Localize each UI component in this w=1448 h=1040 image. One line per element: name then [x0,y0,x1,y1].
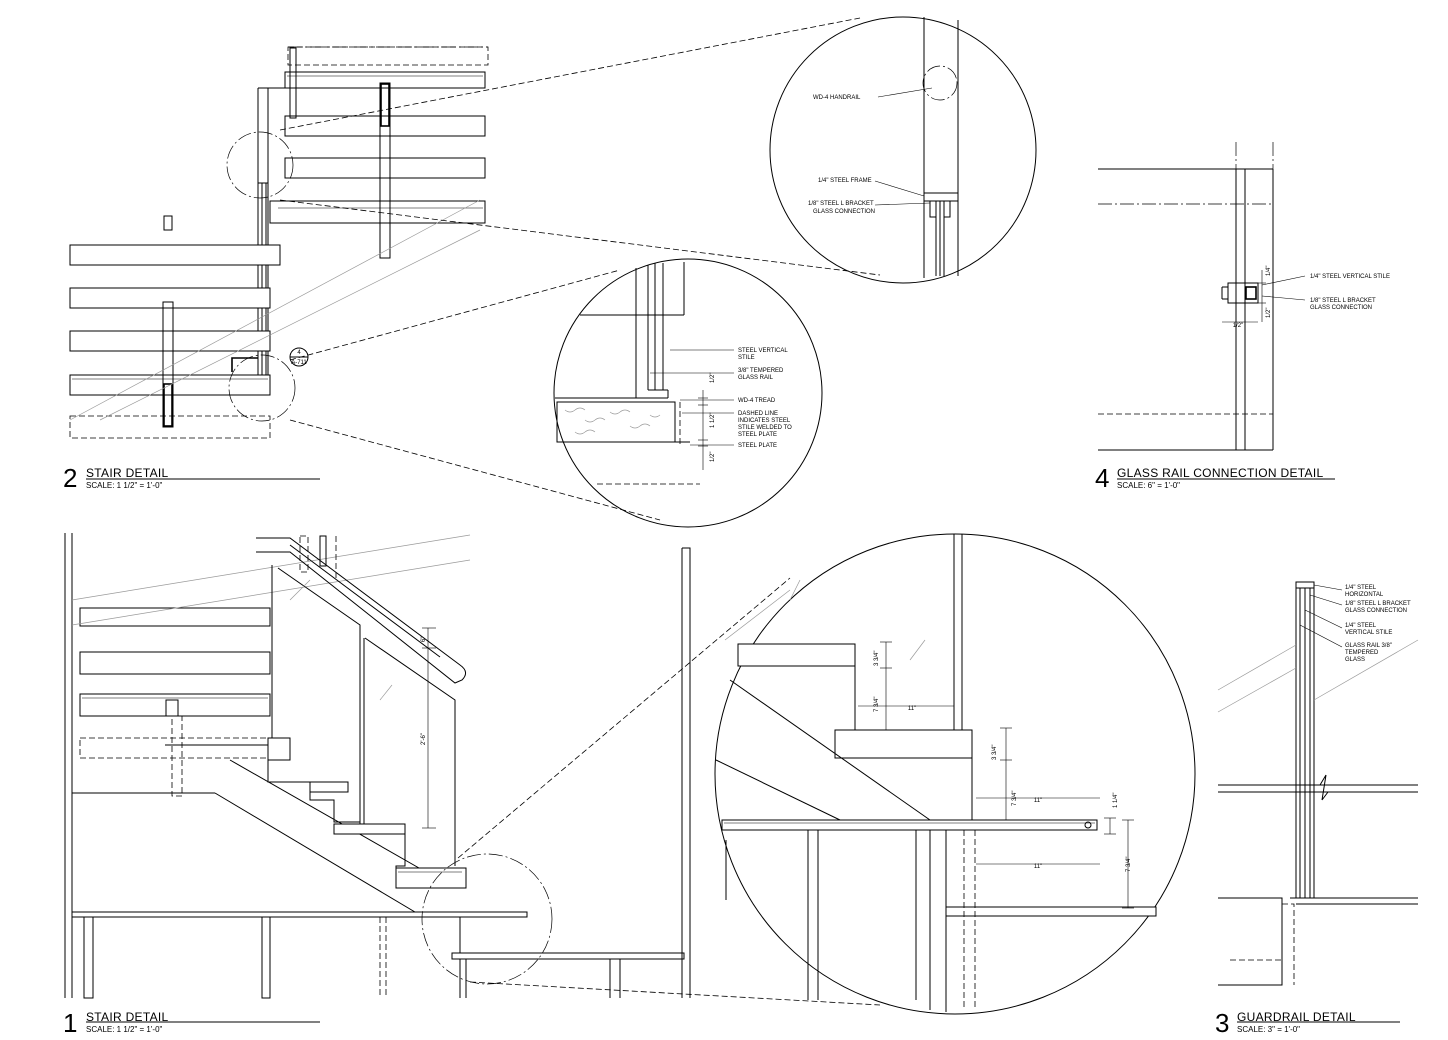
title-4-scale: SCALE: 6" = 1'-0" [1117,481,1180,490]
detail-3-guardrail: 1/4" STEEL HORIZONTAL 1/8" STEEL L BRACK… [1217,581,1419,986]
dim4-top: 1/4" [1266,266,1272,276]
callout-handrail-detail: WD-4 HANDRAIL 1/4" STEEL FRAME 1/8" STEE… [769,16,1037,284]
section-tag-number: 4 [297,350,301,356]
title-4-number: 4 [1095,463,1109,493]
note3-2: HORIZONTAL [1345,592,1384,598]
callout-step-dimensions: 3 3/4" 7 3/4" 11" 3 3/4" 7 3/4" 11" 11" … [714,533,1196,1015]
section-tag-sheet: A-711 [291,360,307,366]
title-1-scale: SCALE: 1 1/2" = 1'-0" [86,1025,163,1034]
title-detail-1: 1 STAIR DETAIL SCALE: 1 1/2" = 1'-0" [63,1008,320,1038]
dim-riser-3: 3 3/4" [992,745,998,760]
title-detail-2: 2 STAIR DETAIL SCALE: 1 1/2" = 1'-0" [63,463,320,493]
detail-1-stair-elevation: 6" 2'-6" [64,533,881,1006]
note-tread: WD-4 TREAD [738,398,776,404]
callout-tread-glass-detail: 1/2" 1 1/2" 1/2" STEEL VERTICAL STILE 3/… [553,258,823,528]
note-handrail: WD-4 HANDRAIL [813,95,861,101]
dim4-low: 1/2" [1266,308,1272,318]
dim-1-1-4: 1 1/4" [1113,793,1119,808]
dim-run-1: 11" [908,706,916,712]
title-4-text: GLASS RAIL CONNECTION DETAIL [1117,466,1323,480]
dim4-mid: 1/2" [1233,323,1243,329]
dim-half-c: 1/2" [710,452,716,462]
note-bracket-1: 1/8" STEEL L BRACKET [808,201,874,207]
title-1-number: 1 [63,1008,77,1038]
note-glass-1: 3/8" TEMPERED [738,368,784,374]
note-stile-2: STILE [738,355,755,361]
note4-stile: 1/4" STEEL VERTICAL STILE [1310,274,1390,280]
title-1-text: STAIR DETAIL [86,1010,169,1024]
note3-3: 1/8" STEEL L BRACKET [1345,601,1411,607]
title-3-text: GUARDRAIL DETAIL [1237,1010,1356,1024]
dim-riser-2: 7 3/4" [874,697,880,712]
title-2-scale: SCALE: 1 1/2" = 1'-0" [86,481,163,490]
note3-4: GLASS CONNECTION [1345,608,1407,614]
note-glass-2: GLASS RAIL [738,375,774,381]
dim-run-2: 11" [1034,798,1042,804]
note4-bracket-2: GLASS CONNECTION [1310,305,1372,311]
note-bracket-2: GLASS CONNECTION [813,209,875,215]
note-plate: STEEL PLATE [738,443,777,449]
note3-1: 1/4" STEEL [1345,585,1377,591]
note-dashed-2: INDICATES STEEL [738,418,791,424]
note3-7: GLASS RAIL 3/8" [1345,643,1392,649]
dim-half-a: 1/2" [710,373,716,383]
dim-run-3: 11" [1034,864,1042,870]
note-dashed-3: STILE WELDED TO [738,425,792,431]
dim-riser-1: 3 3/4" [874,651,880,666]
note-stile-1: STEEL VERTICAL [738,348,788,354]
note-steel-frame: 1/4" STEEL FRAME [818,178,872,184]
detail-2-stair-plan: 4 A-711 [69,17,881,521]
note-dashed-4: STEEL PLATE [738,432,777,438]
dim-7-3-4: 7 3/4" [1126,857,1132,872]
note3-6: VERTICAL STILE [1345,630,1392,636]
title-detail-3: 3 GUARDRAIL DETAIL SCALE: 3" = 1'-0" [1215,1008,1400,1038]
dim-one-half: 1 1/2" [710,413,716,428]
title-2-text: STAIR DETAIL [86,466,169,480]
dim1-2ft6in: 2'-6" [421,733,427,745]
dim1-6in: 6" [421,637,427,642]
title-3-scale: SCALE: 3" = 1'-0" [1237,1025,1300,1034]
detail-4-glass-rail-connection: 1/4" 1/2" 1/2" 1/4" STEEL VERTICAL STILE… [1098,142,1390,451]
note4-bracket-1: 1/8" STEEL L BRACKET [1310,298,1376,304]
note3-5: 1/4" STEEL [1345,623,1377,629]
title-3-number: 3 [1215,1008,1229,1038]
title-detail-4: 4 GLASS RAIL CONNECTION DETAIL SCALE: 6"… [1095,463,1335,493]
note-dashed-1: DASHED LINE [738,411,778,417]
note3-9: GLASS [1345,657,1365,663]
note3-8: TEMPERED [1345,650,1379,656]
title-2-number: 2 [63,463,77,493]
